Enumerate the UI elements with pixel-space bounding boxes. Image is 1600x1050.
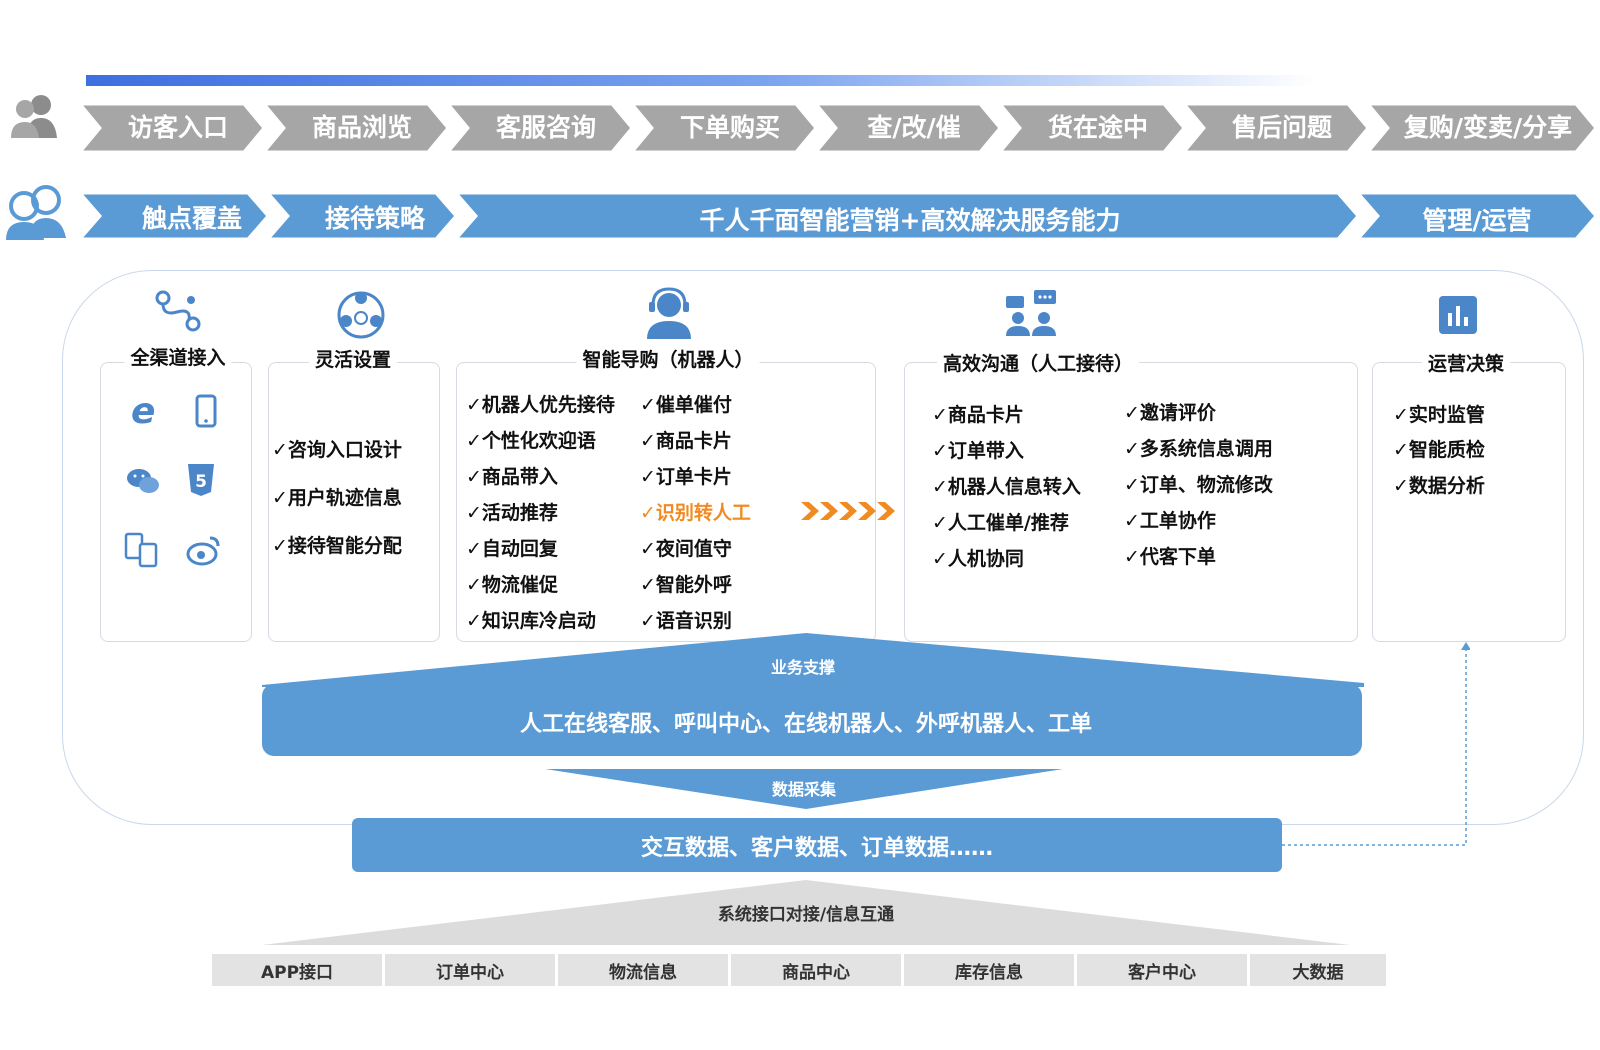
headset-agent-icon [647, 287, 691, 339]
service-step-4: 管理/运营 [1422, 206, 1532, 235]
journey-chevron [812, 102, 1002, 154]
feature-item: ✓人机协同 [932, 548, 1024, 570]
visitor-icon [11, 95, 57, 138]
feature-item: ✓邀请评价 [1124, 402, 1216, 424]
svg-text:5: 5 [195, 472, 207, 492]
service-chevron [452, 191, 1360, 241]
flexible-item: ✓用户轨迹信息 [272, 487, 402, 509]
feature-item: ✓商品带入 [466, 466, 558, 488]
human-box [904, 362, 1358, 642]
route-icon [155, 290, 201, 332]
mobile-icon [195, 394, 217, 428]
feature-item: ✓个性化欢迎语 [466, 430, 596, 452]
interface-label: 系统接口对接/信息互通 [717, 905, 895, 925]
human-title: 高效沟通（人工接待） [936, 349, 1140, 376]
connector-line [1282, 642, 1470, 846]
feature-item: ✓订单、物流修改 [1124, 474, 1273, 496]
feature-item: ✓夜间值守 [640, 538, 732, 560]
interface-cell: APP接口 [212, 954, 382, 986]
settings-cycle-icon [337, 291, 385, 339]
service-chevron [1354, 191, 1598, 241]
ops-box [1372, 362, 1566, 642]
service-step-1: 触点覆盖 [141, 204, 243, 233]
feature-item: ✓订单卡片 [640, 466, 732, 488]
robot-title: 智能导购（机器人） [576, 345, 760, 372]
flexible-title: 灵活设置 [308, 345, 398, 372]
interface-cell: 大数据 [1250, 954, 1386, 986]
bar-chart-icon [1439, 296, 1477, 334]
feature-item: ✓工单协作 [1124, 510, 1216, 532]
flexible-item: ✓接待智能分配 [272, 535, 402, 557]
journey-chevron [260, 102, 450, 154]
html5-icon: 5 [188, 464, 214, 496]
interface-cell: 商品中心 [731, 954, 901, 986]
journey-chevron [76, 102, 266, 154]
feature-item: ✓自动回复 [466, 538, 558, 560]
feature-item: ✓知识库冷启动 [466, 610, 596, 632]
journey-step-label: 客服咨询 [495, 113, 597, 142]
journey-step-label: 商品浏览 [311, 113, 413, 142]
feature-item: ✓语音识别 [640, 610, 732, 632]
journey-step-label: 访客入口 [127, 113, 229, 142]
ops-item: ✓智能质检 [1393, 439, 1485, 461]
interface-cell: 客户中心 [1077, 954, 1247, 986]
journey-chevron-bar [76, 102, 1598, 154]
feature-item: ✓物流催促 [466, 574, 558, 596]
feature-item: ✓识别转人工 [640, 502, 751, 524]
feature-item: ✓人工催单/推荐 [932, 512, 1069, 534]
interface-cell: 库存信息 [904, 954, 1074, 986]
feature-item: ✓商品卡片 [932, 404, 1024, 426]
agent-icon [6, 185, 66, 240]
journey-step-label: 售后问题 [1231, 113, 1333, 142]
feature-item: ✓多系统信息调用 [1124, 438, 1273, 460]
feature-item: ✓订单带入 [932, 440, 1024, 462]
interface-cell: 物流信息 [558, 954, 728, 986]
feature-item: ✓代客下单 [1124, 546, 1216, 568]
journey-chevron [1364, 102, 1598, 154]
collect-label: 数据采集 [771, 780, 837, 799]
data-band [352, 818, 1282, 872]
ops-item: ✓数据分析 [1393, 475, 1485, 497]
support-band-text: 人工在线客服、呼叫中心、在线机器人、外呼机器人、工单 [519, 712, 1093, 737]
flexible-item: ✓咨询入口设计 [272, 439, 402, 461]
feature-item: ✓活动推荐 [466, 502, 558, 524]
journey-step-label: 货在途中 [1047, 113, 1149, 142]
collect-band-text: 交互数据、客户数据、订单数据…… [640, 836, 994, 861]
journey-chevron [444, 102, 634, 154]
feature-item: ✓智能外呼 [640, 574, 732, 596]
service-chevron-bar [76, 191, 1598, 241]
service-step-3: 千人千面智能营销+高效解决服务能力 [699, 206, 1121, 235]
interface-cell: 订单中心 [385, 954, 555, 986]
feature-item: ✓商品卡片 [640, 430, 732, 452]
support-label: 业务支撑 [770, 658, 836, 677]
journey-chevron [1180, 102, 1370, 154]
collect-triangle [545, 769, 1063, 809]
journey-step-label: 复购/变卖/分享 [1403, 113, 1573, 142]
journey-chevron [628, 102, 818, 154]
ops-item: ✓实时监管 [1393, 404, 1485, 426]
flow-arrows-icon [801, 502, 895, 520]
ie-icon: e [131, 391, 156, 432]
wechat-icon [127, 469, 159, 493]
team-chat-icon [1006, 290, 1056, 336]
interface-roof [262, 880, 1350, 945]
service-chevron [264, 191, 458, 241]
service-step-2: 接待策略 [324, 204, 426, 233]
weibo-icon [186, 536, 220, 566]
channel-box [100, 362, 252, 642]
flexible-box [268, 362, 440, 642]
channel-title: 全渠道接入 [124, 343, 232, 370]
journey-step-label: 下单购买 [679, 113, 781, 142]
multi-device-icon [124, 532, 158, 568]
feature-item: ✓机器人优先接待 [466, 394, 615, 416]
ops-title: 运营决策 [1421, 349, 1511, 376]
support-roof [262, 633, 1364, 756]
journey-step-label: 查/改/催 [867, 113, 961, 142]
feature-item: ✓催单催付 [640, 394, 732, 416]
feature-item: ✓机器人信息转入 [932, 476, 1081, 498]
service-chevron [76, 191, 270, 241]
journey-chevron [996, 102, 1186, 154]
top-gradient-line [86, 75, 1316, 86]
